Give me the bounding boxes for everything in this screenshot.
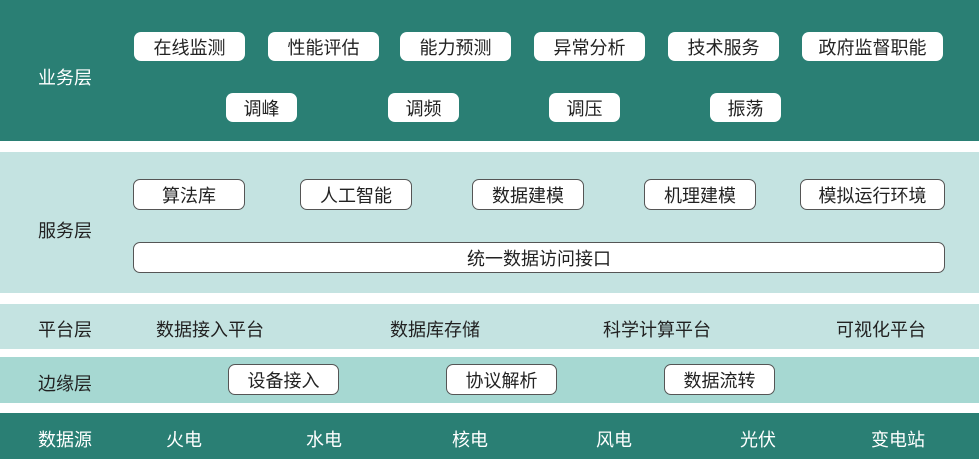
platform-item-visualization: 可视化平台 [836, 320, 926, 341]
platform-item-database-storage: 数据库存储 [390, 320, 480, 341]
source-item-substation: 变电站 [871, 430, 925, 451]
platform-layer: 平台层 数据接入平台 数据库存储 科学计算平台 可视化平台 [0, 304, 979, 349]
service-item-simulation-environment: 模拟运行环境 [800, 179, 945, 210]
edge-item-data-flow: 数据流转 [664, 364, 775, 395]
business-item-frequency-regulation: 调频 [388, 93, 459, 122]
unified-data-access-interface: 统一数据访问接口 [133, 242, 945, 273]
source-item-photovoltaic: 光伏 [740, 430, 776, 451]
service-item-mechanism-modeling: 机理建模 [644, 179, 756, 210]
platform-item-data-access: 数据接入平台 [156, 320, 264, 341]
business-item-technical-service: 技术服务 [668, 32, 779, 61]
platform-item-scientific-computing: 科学计算平台 [603, 320, 711, 341]
business-item-government-supervision: 政府监督职能 [802, 32, 943, 61]
edge-layer: 边缘层 设备接入 协议解析 数据流转 [0, 357, 979, 403]
business-item-voltage-regulation: 调压 [549, 93, 620, 122]
service-item-algorithm-library: 算法库 [133, 179, 245, 210]
service-item-artificial-intelligence: 人工智能 [300, 179, 412, 210]
source-item-hydro-power: 水电 [306, 430, 342, 451]
service-layer-title: 服务层 [38, 221, 92, 242]
business-item-performance-evaluation: 性能评估 [268, 32, 379, 61]
source-item-thermal-power: 火电 [166, 430, 202, 451]
business-item-oscillation: 振荡 [710, 93, 781, 122]
edge-item-protocol-parsing: 协议解析 [446, 364, 557, 395]
edge-layer-title: 边缘层 [38, 374, 92, 395]
business-item-capability-prediction: 能力预测 [400, 32, 511, 61]
business-item-anomaly-analysis: 异常分析 [534, 32, 645, 61]
source-item-wind-power: 风电 [596, 430, 632, 451]
platform-layer-title: 平台层 [38, 320, 92, 341]
data-source-layer: 数据源 火电 水电 核电 风电 光伏 变电站 [0, 413, 979, 459]
business-item-peak-regulation: 调峰 [226, 93, 297, 122]
business-layer-title: 业务层 [38, 68, 92, 89]
source-item-nuclear-power: 核电 [452, 430, 488, 451]
service-layer: 服务层 算法库 人工智能 数据建模 机理建模 模拟运行环境 统一数据访问接口 [0, 152, 979, 293]
data-source-layer-title: 数据源 [38, 430, 92, 451]
business-item-online-monitoring: 在线监测 [134, 32, 245, 61]
service-item-data-modeling: 数据建模 [472, 179, 584, 210]
business-layer: 业务层 在线监测 性能评估 能力预测 异常分析 技术服务 政府监督职能 调峰 调… [0, 0, 979, 141]
edge-item-device-access: 设备接入 [228, 364, 339, 395]
